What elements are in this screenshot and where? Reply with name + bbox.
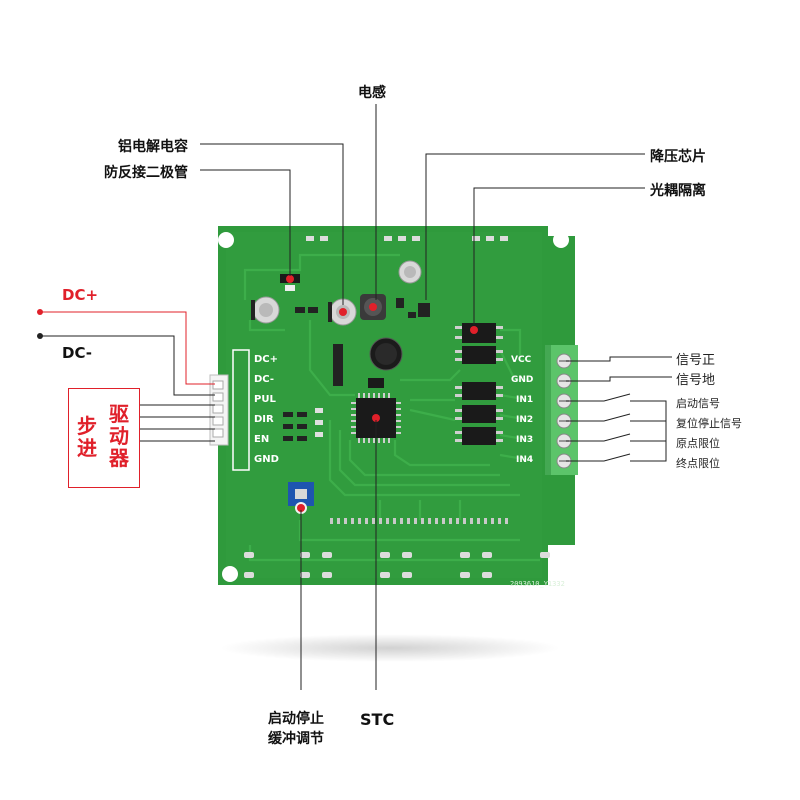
aluminum-cap-label: 铝电解电容 [118,139,188,155]
mount-hole-tl [218,232,234,248]
right-pin-gnd: GND [511,375,534,385]
stepper-driver-text-2: 驱动器 [109,402,129,470]
dc-plus-line [40,311,215,385]
smd-pads-light [315,408,323,437]
dc-plus-dot [37,309,43,315]
red-markers [286,275,478,512]
end-limit-label: 终点限位 [676,457,720,470]
top-pads [306,236,508,241]
board-id-silk: 2093610_Y1332 [510,580,565,588]
left-pin-gnd: GND [254,454,279,465]
board-shadow [220,634,560,662]
left-pin-dir: DIR [254,414,274,425]
dc-minus-label: DC- [62,344,93,362]
signal-ground-label: 信号地 [676,373,716,388]
reset-stop-signal-label: 复位停止信号 [676,417,742,430]
left-pin-dc-minus: DC- [254,374,275,385]
left-silk-frame [232,349,250,471]
mcu-label: STC [360,710,395,729]
optocouplers [462,323,496,445]
bottom-pads [244,552,550,578]
optocoupler-label: 光耦隔离 [650,183,706,199]
right-pin-vcc: VCC [511,355,532,365]
left-connector-pins [212,380,224,438]
stepper-driver-text-1: 步进 [77,414,97,460]
soft-start-label: 启动停止 [268,711,324,727]
soft-start-label-2: 缓冲调节 [268,731,324,747]
right-pin-in4: IN4 [516,455,534,465]
pin-header-bottom [330,518,508,524]
mount-hole-tr [553,232,569,248]
reverse-diode-label: 防反接二极管 [104,165,188,181]
stepper-driver-box: 步进 驱动器 [68,388,140,488]
leader-lines [40,104,672,690]
right-pin-in1: IN1 [516,395,534,405]
mount-hole-bl [222,566,238,582]
capacitor-470uf [369,337,403,371]
capacitor-top [398,260,422,284]
right-pin-in3: IN3 [516,435,534,445]
right-pin-in2: IN2 [516,415,534,425]
buck-chip-label: 降压芯片 [650,149,706,165]
start-signal-label: 启动信号 [676,397,720,410]
left-pin-dc-plus: DC+ [254,354,279,365]
smd-parts [283,298,430,441]
signal-positive-label: 信号正 [676,353,716,368]
left-pin-en: EN [254,434,270,445]
pcb-traces [243,253,540,562]
inductor-label: 电感 [358,85,386,101]
left-pin-pul: PUL [254,394,276,405]
mount-hole-br [553,566,569,582]
capacitor-left [251,296,280,324]
small-chip [368,378,384,388]
dc-minus-dot [37,333,43,339]
dc-plus-label: DC+ [62,286,99,304]
header-4pin [333,344,343,386]
origin-limit-label: 原点限位 [676,437,720,450]
